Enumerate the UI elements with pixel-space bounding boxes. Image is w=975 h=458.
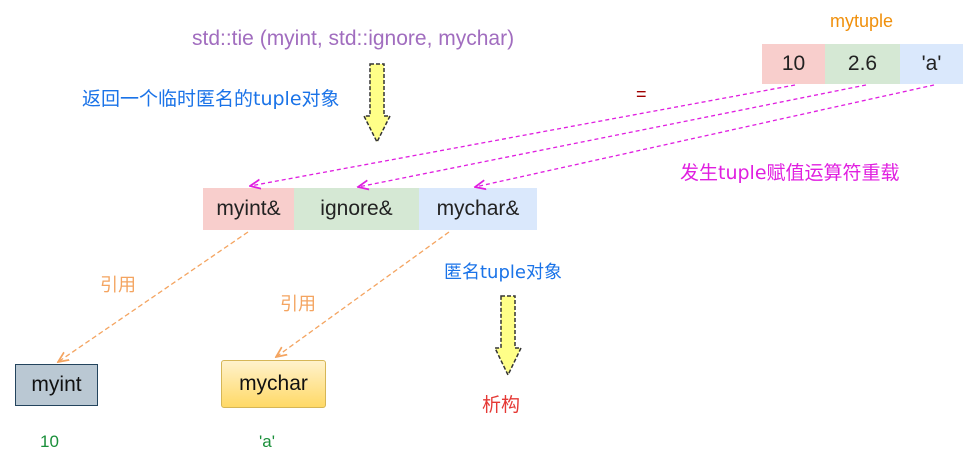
destruct-label: 析构 [482, 394, 521, 416]
down-arrow-icon [362, 63, 392, 144]
mytuple-cell-int: 10 [762, 44, 825, 84]
tie-expression: std::tie (myint, std::ignore, mychar) [192, 27, 515, 50]
reference-label-mychar: 引用 [280, 294, 316, 315]
overload-label: 发生tuple赋值运算符重载 [680, 162, 900, 184]
ref-arrow-mychar [276, 231, 450, 357]
mytuple-cell-double: 2.6 [825, 44, 900, 84]
ref-arrow-myint [58, 231, 249, 362]
assign-symbol: = [636, 84, 647, 104]
anonymous-tuple-label: 匿名tuple对象 [444, 262, 562, 283]
ref-cell-mychar: mychar& [419, 188, 537, 230]
mytuple-label: mytuple [830, 11, 894, 31]
assign-arrow-char [475, 84, 935, 187]
mytuple-cell-char: 'a' [900, 44, 963, 84]
var-mychar-box: mychar [221, 360, 326, 408]
var-myint-box: myint [15, 364, 98, 406]
destruct-arrow-icon [493, 295, 523, 377]
ref-cell-ignore: ignore& [294, 188, 419, 230]
assign-arrow-int [250, 84, 796, 186]
var-mychar-value: 'a' [259, 432, 275, 451]
assign-arrow-double [358, 84, 867, 187]
var-myint-value: 10 [40, 432, 59, 451]
returns-temp-tuple-label: 返回一个临时匿名的tuple对象 [82, 88, 340, 110]
reference-label-myint: 引用 [100, 275, 136, 296]
ref-cell-myint: myint& [203, 188, 294, 230]
